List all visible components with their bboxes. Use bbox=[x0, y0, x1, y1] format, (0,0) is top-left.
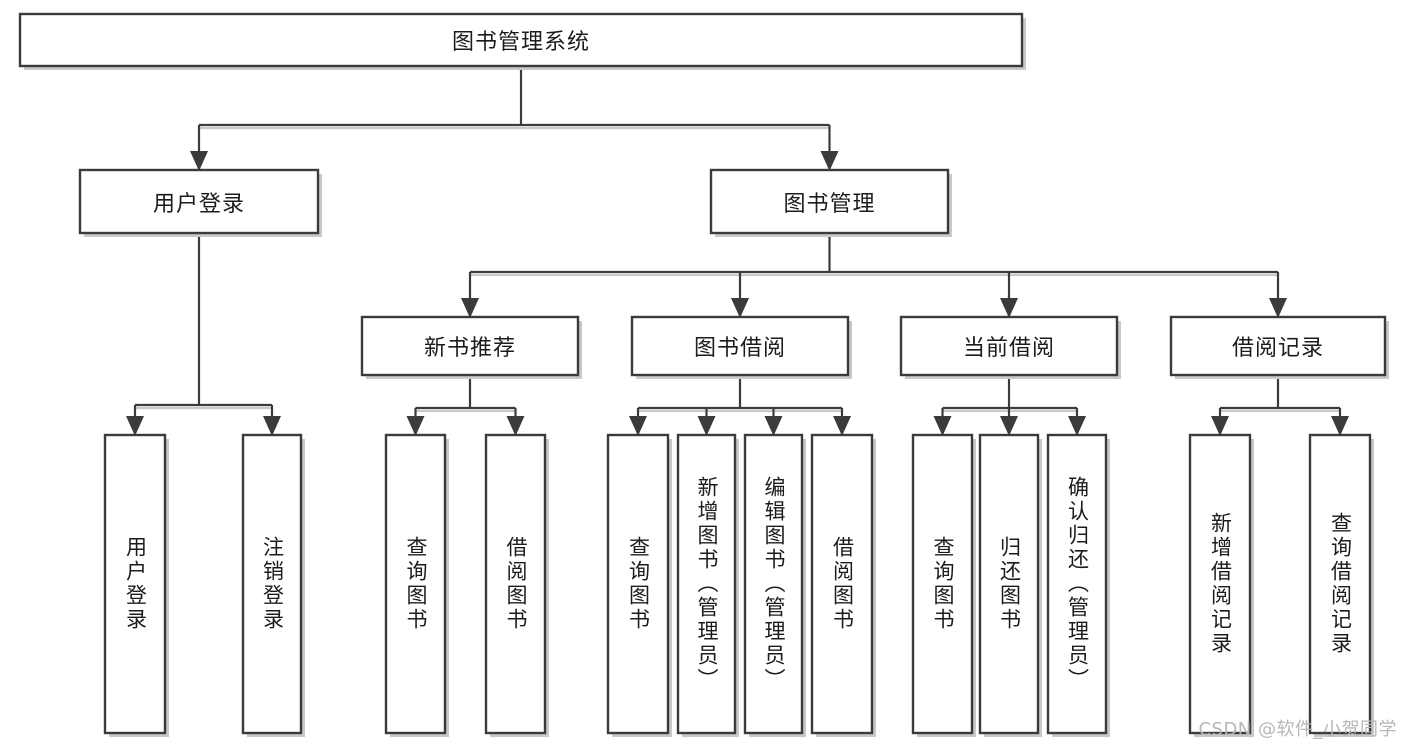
arrow-head bbox=[190, 151, 208, 171]
arrow-head bbox=[629, 416, 647, 436]
node-box-leaf-add-book[interactable] bbox=[676, 433, 737, 735]
node-box-leaf-edit-book[interactable] bbox=[743, 433, 804, 735]
arrow-head bbox=[506, 416, 525, 436]
node-box-leaf-confirm-return[interactable] bbox=[1046, 433, 1108, 735]
arrow-head bbox=[731, 298, 749, 318]
arrow-head bbox=[1211, 416, 1229, 436]
arrow-head bbox=[1068, 416, 1086, 436]
arrow-head bbox=[1331, 416, 1349, 436]
boxes-layer bbox=[18, 12, 1387, 735]
node-box-leaf-return-book[interactable] bbox=[978, 433, 1040, 735]
node-box-leaf-borrow-book[interactable] bbox=[810, 433, 874, 735]
node-box-root[interactable] bbox=[18, 12, 1024, 68]
node-box-leaf-add-record[interactable] bbox=[1188, 433, 1252, 735]
node-box-leaf-borrow-book-rec[interactable] bbox=[484, 433, 547, 735]
node-box-leaf-query-book-rec[interactable] bbox=[384, 433, 447, 735]
arrow-head bbox=[833, 416, 851, 436]
edges-layer bbox=[126, 66, 1349, 436]
arrow-head bbox=[263, 416, 281, 436]
arrow-head bbox=[820, 151, 839, 171]
node-box-current-borrow[interactable] bbox=[899, 315, 1119, 377]
arrow-head bbox=[1000, 416, 1018, 436]
node-box-new-book-rec[interactable] bbox=[360, 315, 580, 377]
arrow-head bbox=[933, 416, 952, 436]
node-box-leaf-user-login[interactable] bbox=[103, 433, 167, 735]
arrow-head bbox=[697, 416, 716, 436]
arrow-head bbox=[1269, 298, 1287, 318]
arrow-head bbox=[406, 416, 425, 436]
node-box-leaf-query-book-borrow[interactable] bbox=[606, 433, 670, 735]
arrow-head bbox=[1000, 298, 1018, 318]
node-box-user-login[interactable] bbox=[78, 168, 320, 235]
arrow-head bbox=[126, 416, 144, 436]
watermark: CSDN @软件_小贺同学 bbox=[1198, 719, 1397, 740]
arrow-head bbox=[461, 298, 479, 318]
node-box-leaf-logout[interactable] bbox=[241, 433, 303, 735]
node-box-borrow-record[interactable] bbox=[1169, 315, 1387, 377]
node-box-leaf-query-book-current[interactable] bbox=[911, 433, 974, 735]
node-box-book-borrow[interactable] bbox=[630, 315, 850, 377]
node-box-book-manage[interactable] bbox=[709, 168, 950, 235]
arrow-head bbox=[764, 416, 783, 436]
node-box-leaf-query-record[interactable] bbox=[1308, 433, 1372, 735]
